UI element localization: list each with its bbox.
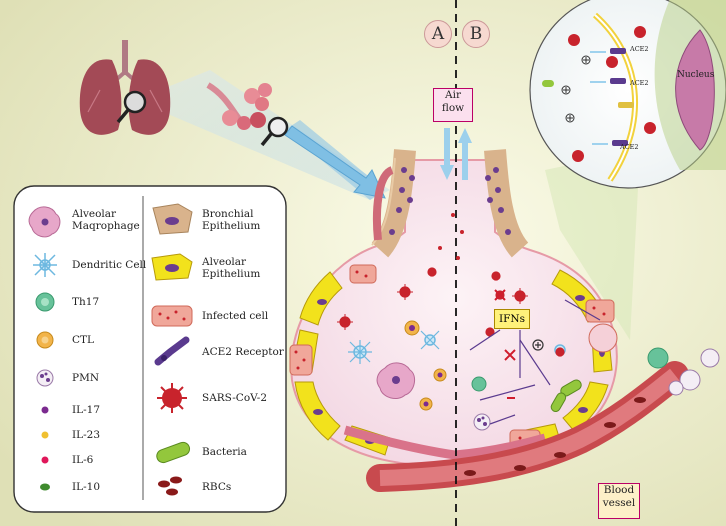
th17-icon (35, 292, 55, 312)
legend-il17: IL-17 (72, 404, 101, 416)
lungs-icon (79, 40, 171, 135)
bronchial-wall-right (484, 149, 529, 258)
rbc-icon (158, 476, 182, 496)
legend-rbcs: RBCs (202, 481, 232, 493)
blood-vessel-line-2: vessel (602, 497, 636, 509)
legend-bacteria: Bacteria (202, 446, 247, 458)
legend-th17: Th17 (72, 296, 100, 308)
legend-il10: IL-10 (72, 481, 101, 493)
legend-bronchial-epithelium: Bronchial Epithelium (202, 208, 261, 232)
bacteria-cells (550, 379, 582, 413)
th17-cells (471, 376, 487, 392)
il10-dot-icon (40, 483, 50, 491)
sars-cov-2-icon (157, 383, 187, 413)
air-flow-arrows (440, 128, 472, 180)
magnifier-icon-1 (116, 90, 147, 124)
magnify-cone (545, 150, 640, 340)
blood-vessel-line-1: Blood (603, 484, 635, 496)
air-flow-line-1: Air (445, 89, 461, 101)
blood-vessel (366, 361, 689, 492)
ace2-receptor-icon (154, 336, 190, 366)
zoom-beam (135, 70, 390, 200)
signal-arrows (469, 299, 601, 425)
magnifier-icon-2 (260, 116, 289, 147)
pmn-cells (473, 413, 491, 431)
pmn-icon (36, 369, 54, 387)
bronchiole-cluster-icon (206, 82, 272, 130)
legend-il6: IL-6 (72, 454, 94, 466)
nucleus-label: Nucleus (677, 70, 715, 80)
magnified-cell-view (529, 0, 726, 189)
capillary (343, 425, 547, 460)
legend-dendritic-cell: Dendritic Cell (72, 259, 147, 271)
il6-dot-icon (41, 456, 49, 464)
macrophage-icon (28, 206, 61, 238)
il17-dot-icon (41, 406, 49, 414)
bacteria-icon (156, 441, 191, 464)
dendritic-cell-icon (33, 253, 57, 277)
legend-ctl: CTL (72, 334, 95, 346)
legend-infected-cell: Infected cell (202, 310, 269, 322)
air-flow-label: Air flow (433, 88, 473, 122)
inhibition-marks (494, 289, 516, 399)
ace2-label-2: ACE2 (630, 79, 649, 87)
legend-macrophage: Alveolar Maqrophage (72, 208, 140, 232)
panel-label-a: A (424, 20, 452, 48)
legend-il23: IL-23 (72, 429, 101, 441)
blood-vessel-label: Blood vessel (598, 483, 640, 519)
il23-dot-icon (41, 431, 49, 439)
ifns-label: IFNs (494, 309, 530, 329)
panel-label-b: B (462, 20, 490, 48)
outside-immune-cells (647, 347, 720, 396)
legend-sars-cov-2: SARS-CoV-2 (202, 392, 268, 404)
alveolar-epithelium-icon (151, 253, 193, 281)
plus-symbols (532, 339, 544, 351)
legend-ace2-receptor: ACE2 Receptor (202, 346, 284, 358)
legend-alveolar-epithelium: Alveolar Epithelium (202, 256, 261, 280)
il6-small-dots (438, 213, 464, 260)
air-flow-line-2: flow (441, 102, 465, 114)
bronchial-epithelium-icon (152, 203, 193, 235)
vessel-strip-left (372, 166, 395, 241)
legend-pmn: PMN (72, 372, 100, 384)
ace2-label-3: ACE2 (620, 143, 639, 151)
infected-cell-icon (151, 305, 193, 327)
ctl-icon (36, 331, 54, 349)
legend-box (13, 185, 287, 513)
legend-macrophage-text: Alveolar Maqrophage (72, 208, 140, 232)
ace2-label-1: ACE2 (630, 45, 649, 53)
